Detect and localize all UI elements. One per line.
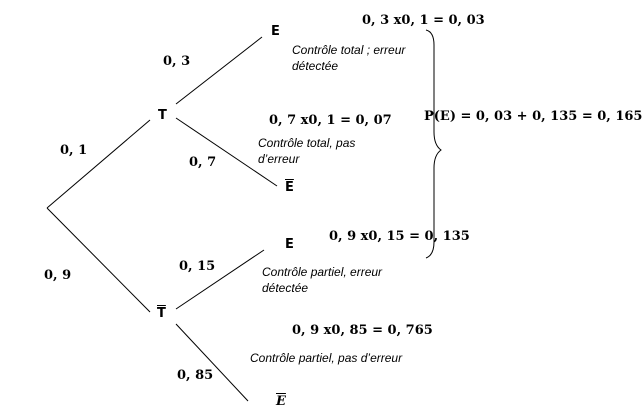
branch-root-Tbar (46, 207, 151, 313)
note-2: Contrôle total, pas d’erreur (258, 136, 356, 166)
branch-T-Ebar (175, 117, 278, 187)
node-E-bar-1: E (285, 180, 294, 195)
curly-brace (425, 29, 442, 259)
product-4: 0, 9 x0, 85 = 0, 765 (292, 323, 433, 338)
node-E-1: E (271, 24, 280, 39)
node-T: T (158, 108, 167, 123)
branch-root-T (46, 119, 151, 209)
product-3: 0, 9 x0, 15 = 0, 135 (329, 229, 470, 244)
note-3: Contrôle partiel, erreur détectée (262, 265, 383, 295)
node-E-bar-2: E (276, 394, 286, 409)
total-probability: P(E) = 0, 03 + 0, 135 = 0, 165 (424, 109, 642, 124)
note-1: Contrôle total ; erreur détectée (292, 43, 406, 73)
branch-Tbar-E (175, 249, 265, 310)
prob-Tbar-Ebar: 0, 85 (177, 368, 214, 383)
prob-root-Tbar: 0, 9 (44, 268, 72, 283)
product-1: 0, 3 x0, 1 = 0, 03 (362, 13, 485, 28)
node-T-bar: T (157, 306, 166, 321)
product-2: 0, 7 x0, 1 = 0, 07 (269, 113, 392, 128)
branch-T-E (175, 36, 263, 105)
branch-Tbar-Ebar (175, 323, 249, 402)
prob-root-T: 0, 1 (60, 143, 88, 158)
note-4: Contrôle partiel, pas d’erreur (250, 351, 403, 365)
prob-Tbar-E: 0, 15 (179, 259, 216, 274)
prob-T-Ebar: 0, 7 (189, 155, 217, 170)
node-E-2: E (285, 237, 294, 252)
prob-T-E: 0, 3 (163, 54, 191, 69)
